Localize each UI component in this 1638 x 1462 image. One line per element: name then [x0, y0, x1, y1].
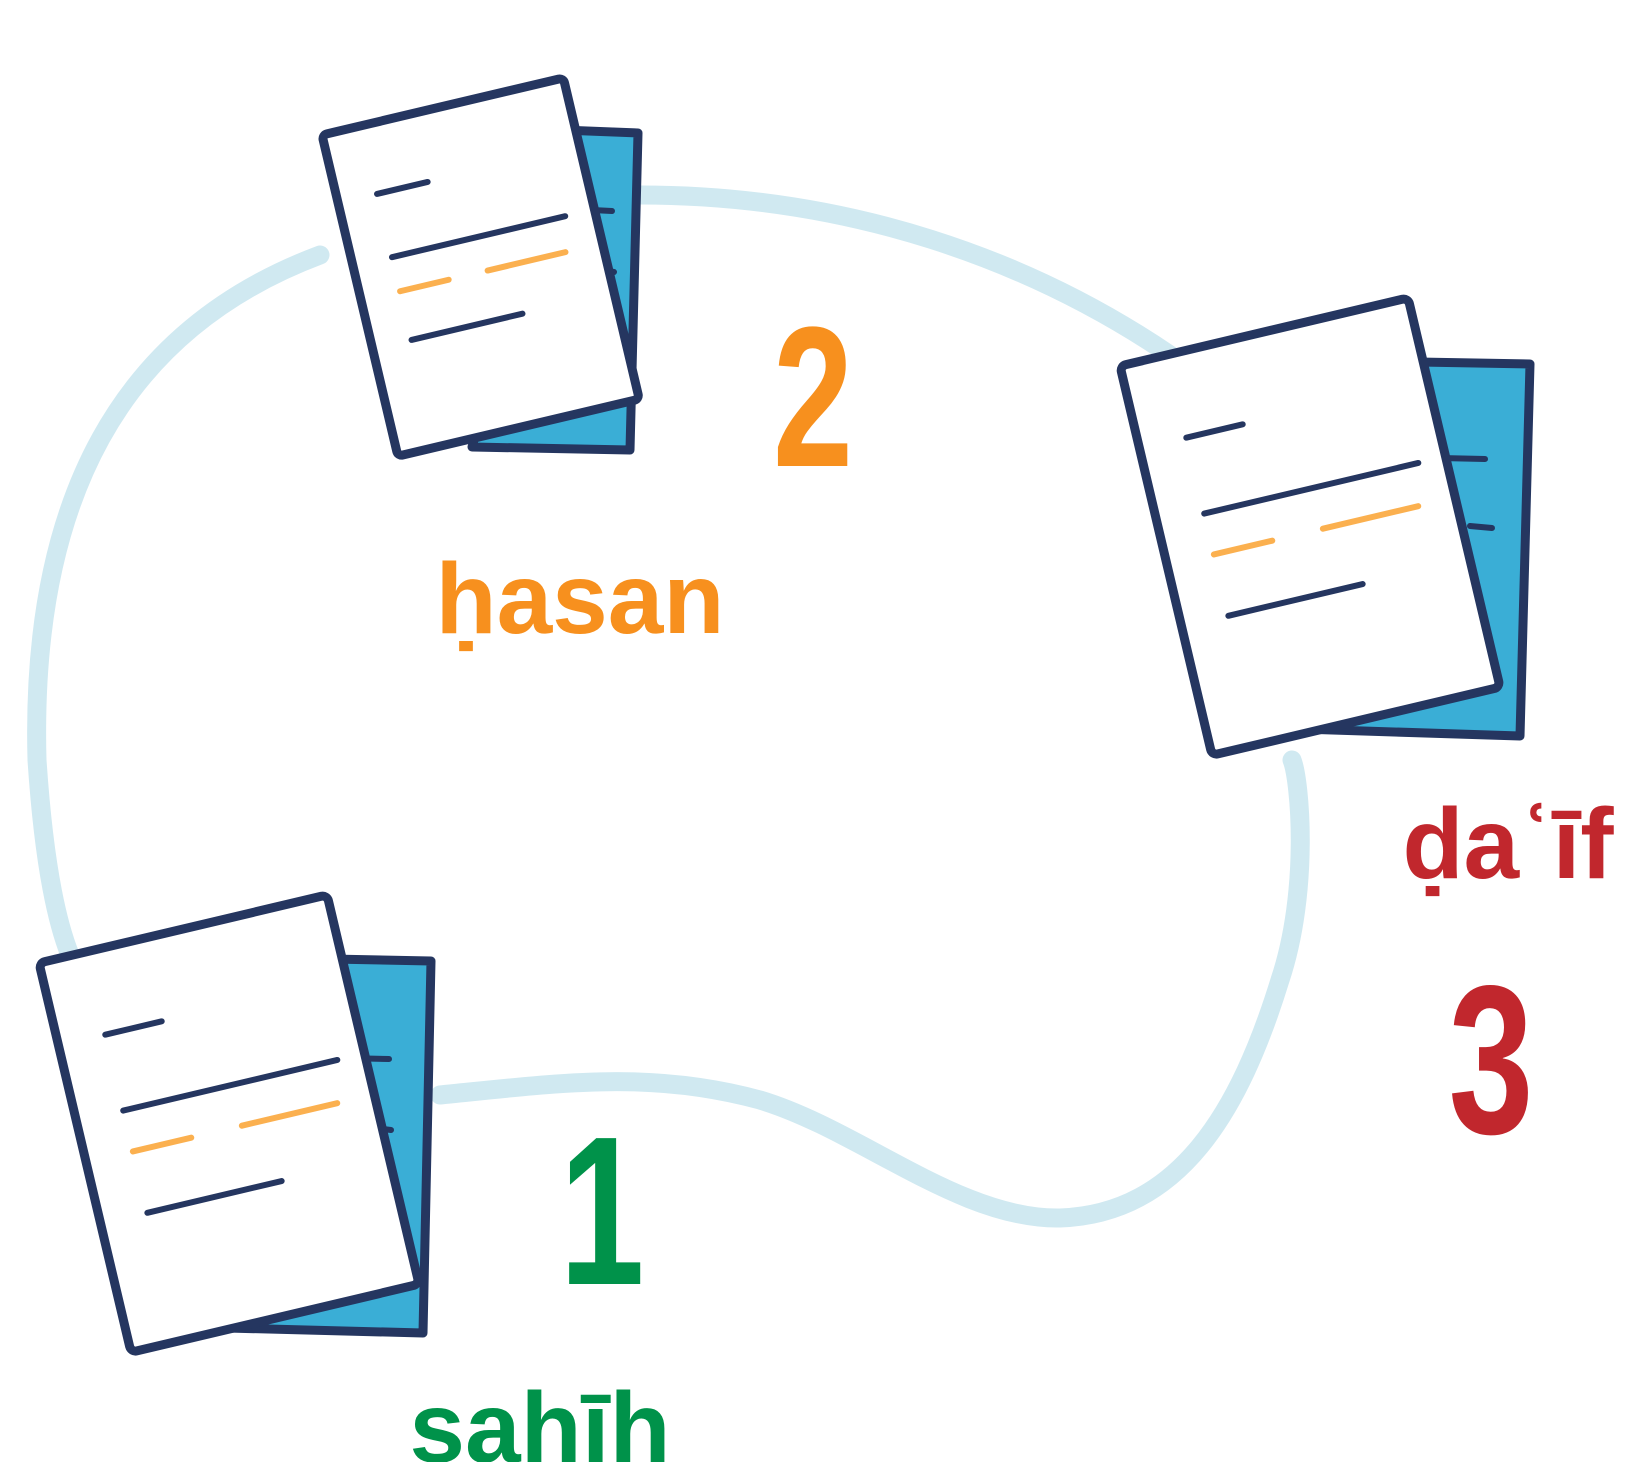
grade-2-number: 2 [773, 285, 853, 509]
grade-3-term: ḍaʿīf [1402, 788, 1614, 900]
connecting-loop [27, 185, 1310, 1228]
grade-2-term: ḥasan [435, 543, 724, 655]
grade-3-number: 3 [1449, 942, 1534, 1178]
document-stack-icon [35, 891, 436, 1356]
document-stack-icon [1116, 294, 1535, 759]
grade-1-term: sahīh [409, 1372, 670, 1462]
document-stack-icon [318, 74, 643, 460]
grade-1-number: 1 [560, 1093, 645, 1329]
